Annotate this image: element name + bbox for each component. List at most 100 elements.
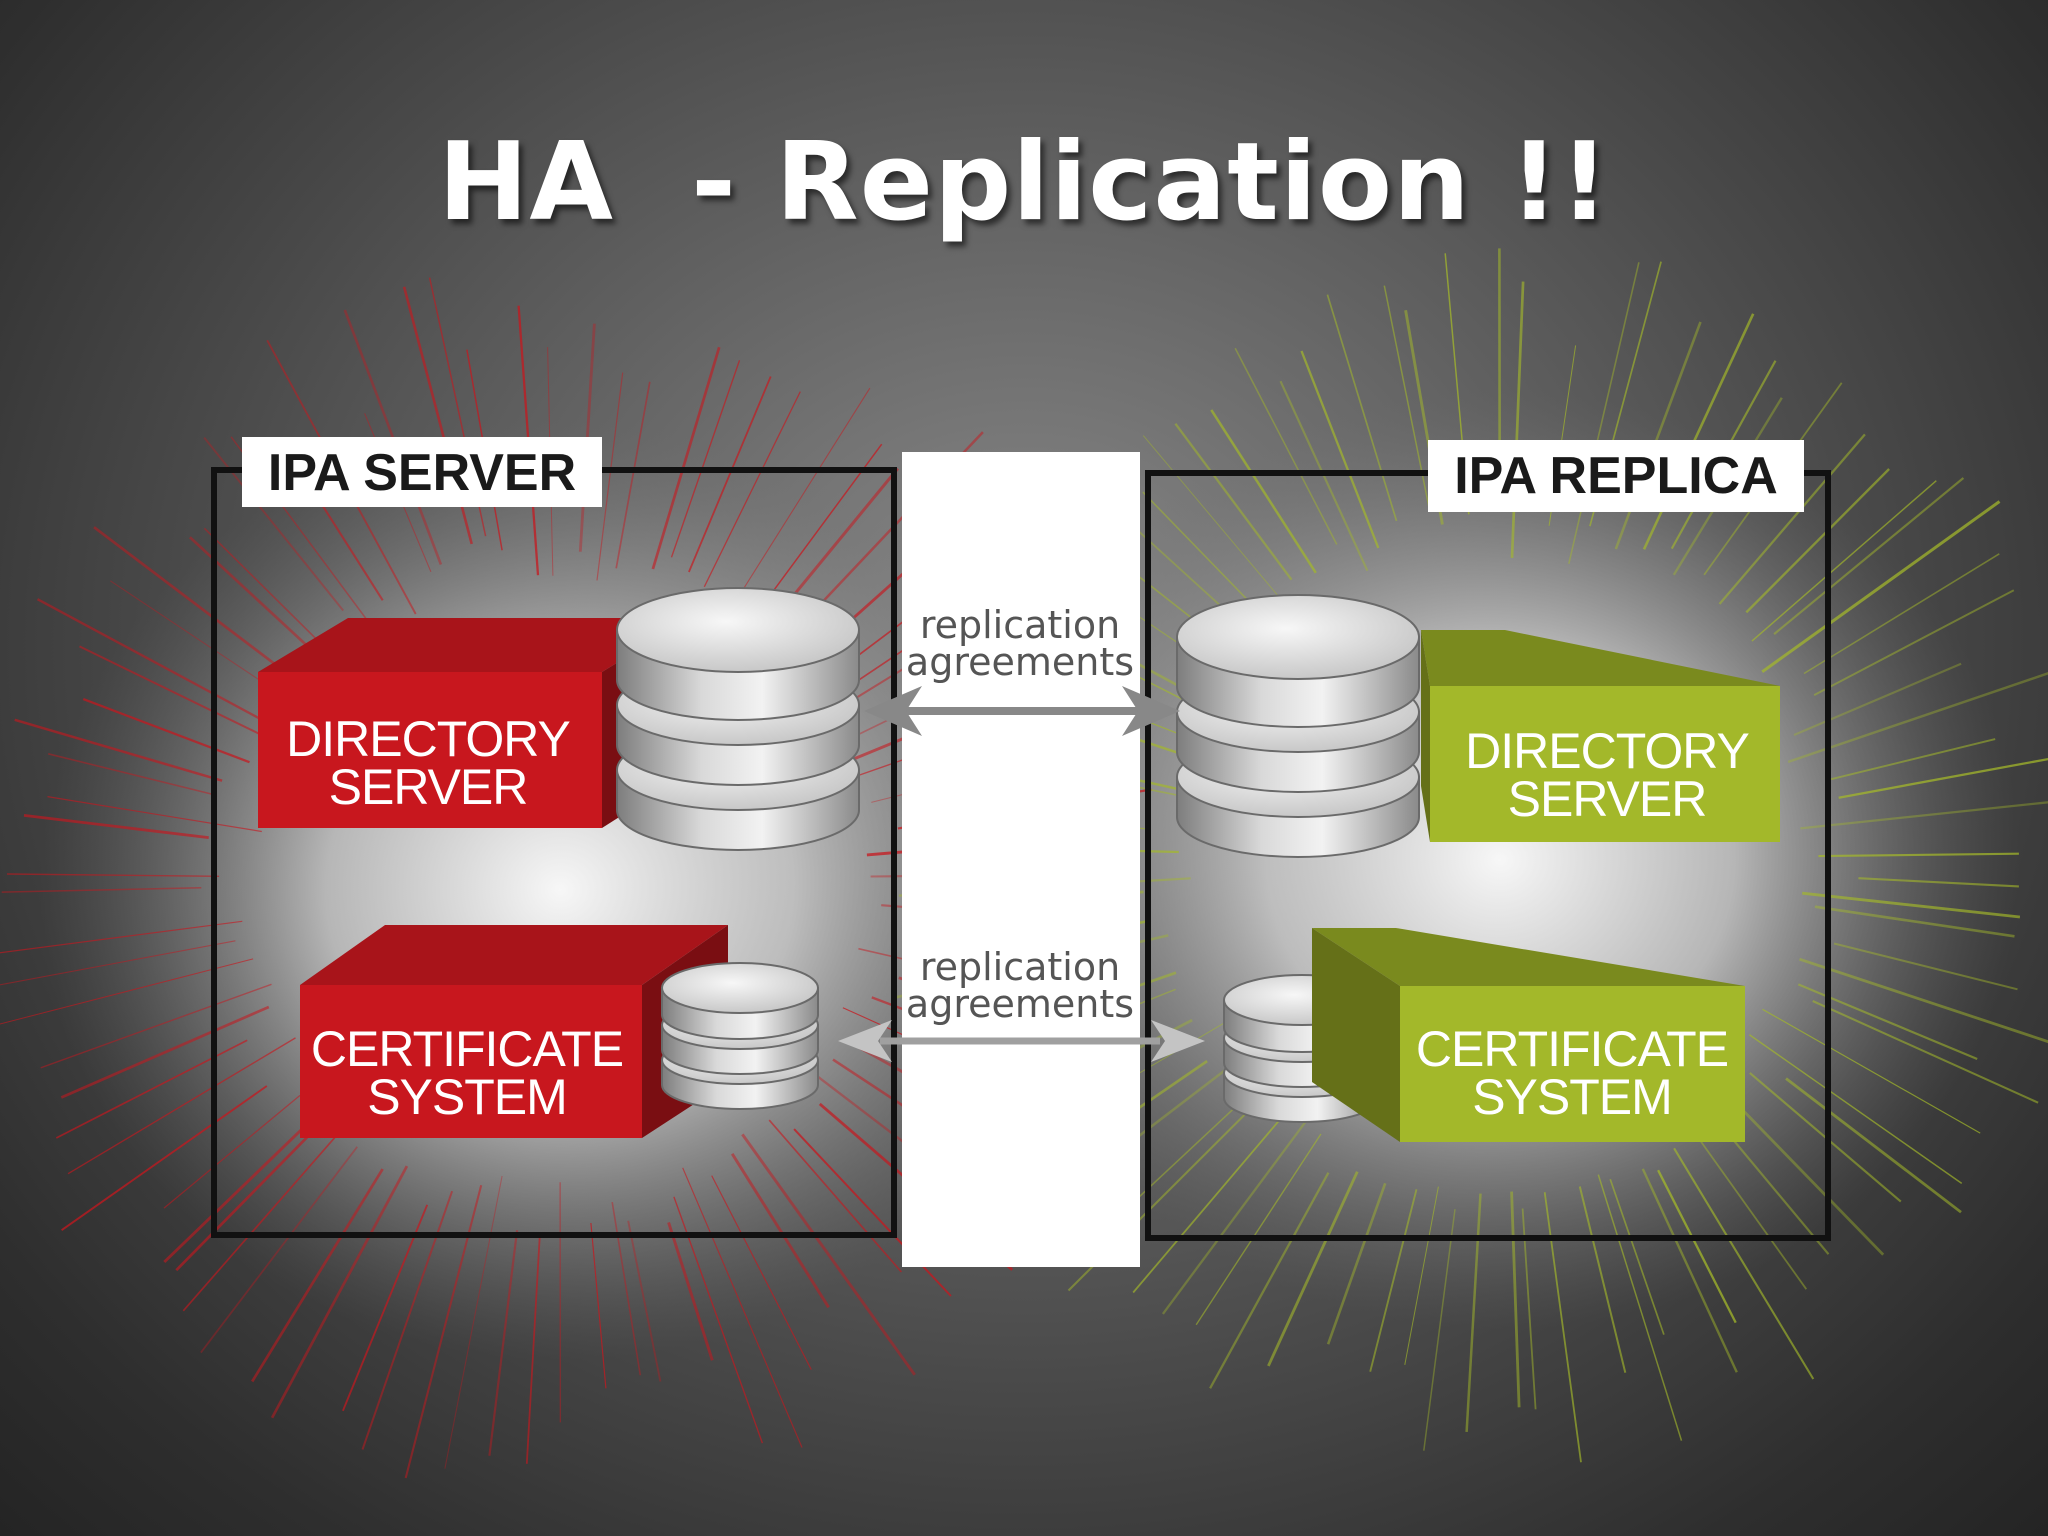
decorative-ray [182, 1128, 344, 1312]
server-certificate-label-line2: SYSTEM [367, 1069, 567, 1125]
decorative-ray [444, 1175, 503, 1469]
replica-panel-label: IPA REPLICA [1454, 447, 1778, 505]
decorative-ray [1210, 409, 1317, 574]
decorative-ray [1800, 801, 2048, 830]
decorative-ray [109, 580, 283, 696]
decorative-ray [1161, 1106, 1318, 1315]
decorative-ray [82, 698, 250, 764]
server-directory-database-icon [616, 587, 860, 851]
replica-certificate-label-line2: SYSTEM [1472, 1069, 1672, 1125]
decorative-ray [793, 1128, 952, 1297]
server-certificate-label-line1: CERTIFICATE [311, 1021, 623, 1077]
decorative-ray [1657, 1169, 1737, 1324]
decorative-ray [1802, 891, 2021, 919]
decorative-ray [1812, 1000, 2039, 1104]
decorative-ray [1814, 905, 2015, 938]
decorative-ray [1748, 1034, 1963, 1185]
decorative-ray [67, 1037, 296, 1175]
decorative-ray [1838, 757, 2048, 799]
replica-directory-server-box: DIRECTORY SERVER [1421, 630, 1780, 842]
decorative-ray [1597, 1174, 1683, 1441]
decorative-ray [1609, 1178, 1665, 1335]
decorative-ray [1751, 480, 1937, 642]
decorative-ray [60, 1005, 270, 1099]
decorative-ray [1858, 877, 2019, 888]
decorative-ray [1510, 1191, 1521, 1408]
certificate-replication-arrow [838, 1020, 1205, 1062]
decorative-ray [251, 1168, 384, 1383]
decorative-ray [611, 1201, 642, 1376]
decorative-ray [1423, 1209, 1456, 1451]
replica-directory-database-icon [1176, 594, 1420, 858]
decorative-ray [596, 372, 624, 581]
decorative-ray [1818, 852, 2019, 858]
replica-directory-label-line1: DIRECTORY [1465, 723, 1749, 779]
decorative-ray [1209, 1172, 1330, 1389]
decorative-ray [0, 920, 243, 954]
decorative-ray [1799, 957, 2048, 1044]
decorative-ray [1142, 435, 1280, 597]
directory-replication-arrow [864, 686, 1180, 736]
decorative-ray [1813, 589, 2015, 696]
decorative-ray [1, 887, 202, 893]
decorative-ray [61, 1085, 268, 1231]
server-certificate-database-icon [661, 962, 819, 1110]
decorative-ray [730, 1153, 830, 1309]
server-directory-label-line1: DIRECTORY [286, 711, 570, 767]
decorative-ray [1673, 1147, 1815, 1380]
replica-certificate-system-box: CERTIFICATE SYSTEM [1312, 928, 1745, 1142]
decorative-ray [1762, 1008, 1981, 1134]
decorative-ray [342, 1204, 429, 1412]
decorative-ray [1369, 1189, 1418, 1372]
decorative-ray [1404, 1186, 1439, 1365]
decorative-ray [6, 873, 220, 877]
decorative-ray [1761, 500, 2001, 674]
decorative-ray [1267, 1171, 1359, 1367]
decorative-ray [1326, 1182, 1387, 1345]
decorative-ray [79, 645, 276, 743]
decorative-ray [1745, 468, 1890, 614]
decorative-ray [488, 1230, 519, 1456]
decorative-ray [1833, 942, 2018, 991]
decorative-ray [1568, 262, 1640, 564]
decorative-ray [163, 1094, 301, 1209]
server-panel-label: IPA SERVER [268, 444, 576, 502]
decorative-ray [48, 753, 216, 796]
decorative-ray [1465, 1193, 1482, 1432]
bottom-replication-label-line2: agreements [906, 982, 1134, 1026]
decorative-ray [703, 391, 801, 588]
decorative-ray [47, 796, 262, 833]
decorative-ray [1716, 1120, 1830, 1255]
decorative-ray [1803, 553, 2000, 675]
decorative-ray [615, 381, 651, 569]
decorative-ray [1830, 738, 1996, 781]
decorative-ray [175, 1112, 332, 1272]
replica-label-box [1428, 440, 1804, 512]
decorative-ray [1785, 1077, 1962, 1214]
decorative-ray [203, 436, 344, 612]
replication-channel [902, 452, 1140, 1267]
decorative-ray [688, 376, 772, 573]
decorative-ray [0, 958, 254, 1025]
decorative-ray [768, 1119, 903, 1273]
decorative-ray [667, 1221, 714, 1361]
decorative-ray [93, 526, 280, 669]
replica-certificate-label-line1: CERTIFICATE [1416, 1021, 1728, 1077]
decorative-ray [1174, 423, 1293, 581]
decorative-ray [40, 983, 272, 1069]
decorative-ray [1132, 1111, 1288, 1294]
decorative-ray [0, 940, 236, 986]
decorative-ray [741, 1133, 916, 1376]
decorative-ray [1641, 1168, 1738, 1373]
decorative-ray [1578, 1186, 1627, 1373]
decorative-ray [1787, 672, 2048, 764]
decorative-ray [1718, 433, 1866, 605]
decorative-ray [682, 1167, 803, 1448]
decorative-ray [670, 360, 741, 558]
decorative-ray [1521, 1208, 1537, 1410]
decorative-ray [1696, 1135, 1808, 1290]
decorative-ray [200, 1146, 358, 1354]
server-directory-label-line2: SERVER [329, 759, 528, 815]
decorative-ray [1793, 662, 1962, 737]
